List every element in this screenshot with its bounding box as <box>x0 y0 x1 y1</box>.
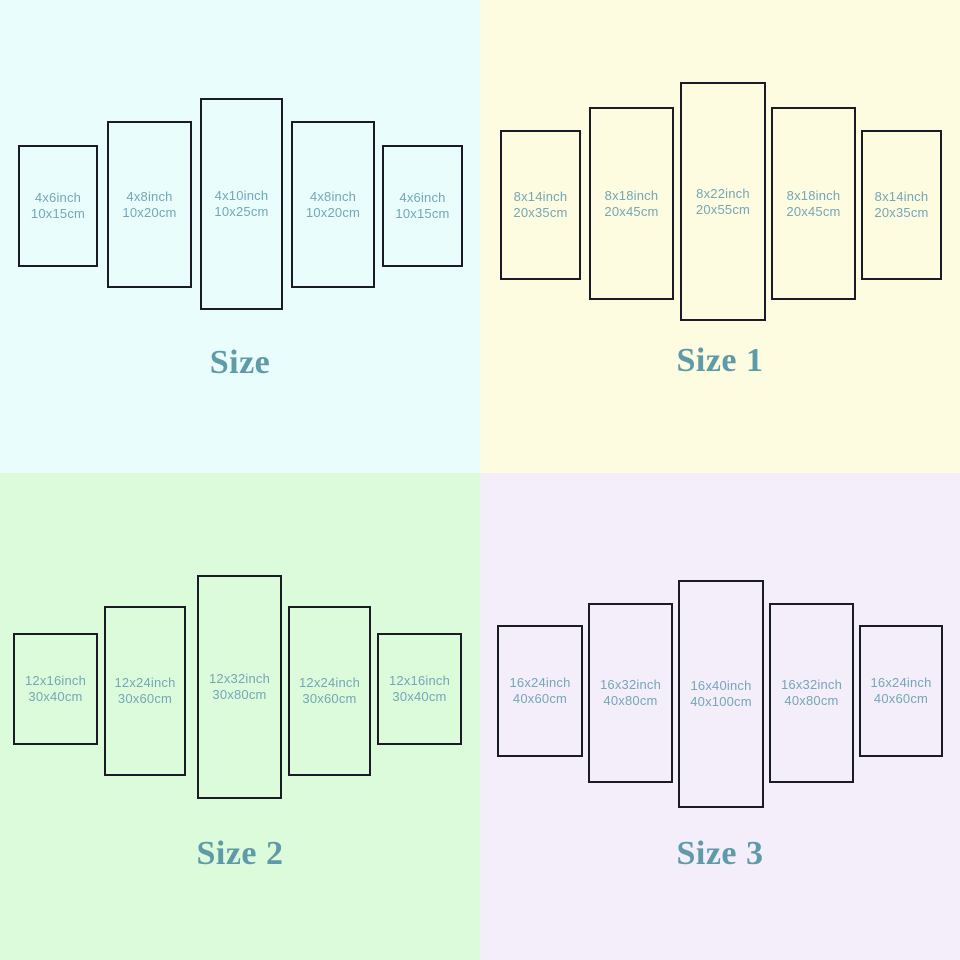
panel-size-inches: 4x6inch <box>34 190 82 205</box>
panel-size-inches: 12x32inch <box>208 671 271 686</box>
panel-size-centimeters: 20x45cm <box>604 203 659 219</box>
size-option-title: Size 2 <box>196 835 284 872</box>
panel-size-inches: 12x24inch <box>114 675 176 690</box>
panel-size-inches: 4x6inch <box>399 190 446 205</box>
panel-size-inches: 16x24inch <box>870 675 932 690</box>
panel-size-centimeters: 40x80cm <box>603 693 658 708</box>
panel-size-centimeters: 40x60cm <box>512 691 568 706</box>
panel-size-centimeters: 20x55cm <box>695 201 751 217</box>
panel-size-inches: 16x32inch <box>599 677 662 692</box>
panel-size-inches: 12x16inch <box>388 673 451 688</box>
panel-size-centimeters: 20x35cm <box>513 205 568 220</box>
size-option-title: Size 3 <box>676 835 764 872</box>
panel-size-inches: 12x24inch <box>298 675 361 690</box>
panel-size-centimeters: 10x15cm <box>30 206 86 221</box>
panel-size-centimeters: 30x80cm <box>212 687 267 702</box>
panel-size-inches: 12x16inch <box>24 673 87 688</box>
panel-size-inches: 4x8inch <box>309 188 357 204</box>
panel-size-inches: 8x18inch <box>604 187 659 203</box>
panel-size-centimeters: 30x60cm <box>117 691 173 706</box>
panel-size-centimeters: 30x60cm <box>302 691 357 706</box>
panel-size-inches: 16x32inch <box>780 677 843 692</box>
panel-size-centimeters: 20x45cm <box>786 203 841 219</box>
panel-size-inches: 16x24inch <box>509 675 571 690</box>
panel-size-centimeters: 30x40cm <box>28 689 83 704</box>
panel-size-centimeters: 30x40cm <box>392 689 447 704</box>
size-option-title: Size 1 <box>676 342 764 379</box>
panel-size-centimeters: 10x15cm <box>395 206 450 221</box>
panel-size-inches: 4x8inch <box>126 188 173 204</box>
panel-size-centimeters: 40x100cm <box>690 694 752 709</box>
panel-size-centimeters: 10x20cm <box>122 204 177 220</box>
panel-size-centimeters: 40x80cm <box>784 693 839 708</box>
panel-size-inches: 8x14inch <box>874 189 929 204</box>
panel-size-inches: 8x18inch <box>786 187 841 203</box>
panel-size-inches: 16x40inch <box>690 678 752 693</box>
panel-size-inches: 8x22inch <box>696 185 750 201</box>
panel-size-inches: 4x10inch <box>214 188 269 203</box>
panel-size-centimeters: 10x25cm <box>214 204 269 219</box>
panel-size-centimeters: 10x20cm <box>305 204 361 220</box>
size-option-title: Size <box>209 344 271 381</box>
panel-size-centimeters: 40x60cm <box>873 691 929 706</box>
panel-size-inches: 8x14inch <box>513 189 568 204</box>
panel-size-centimeters: 20x35cm <box>874 205 929 220</box>
